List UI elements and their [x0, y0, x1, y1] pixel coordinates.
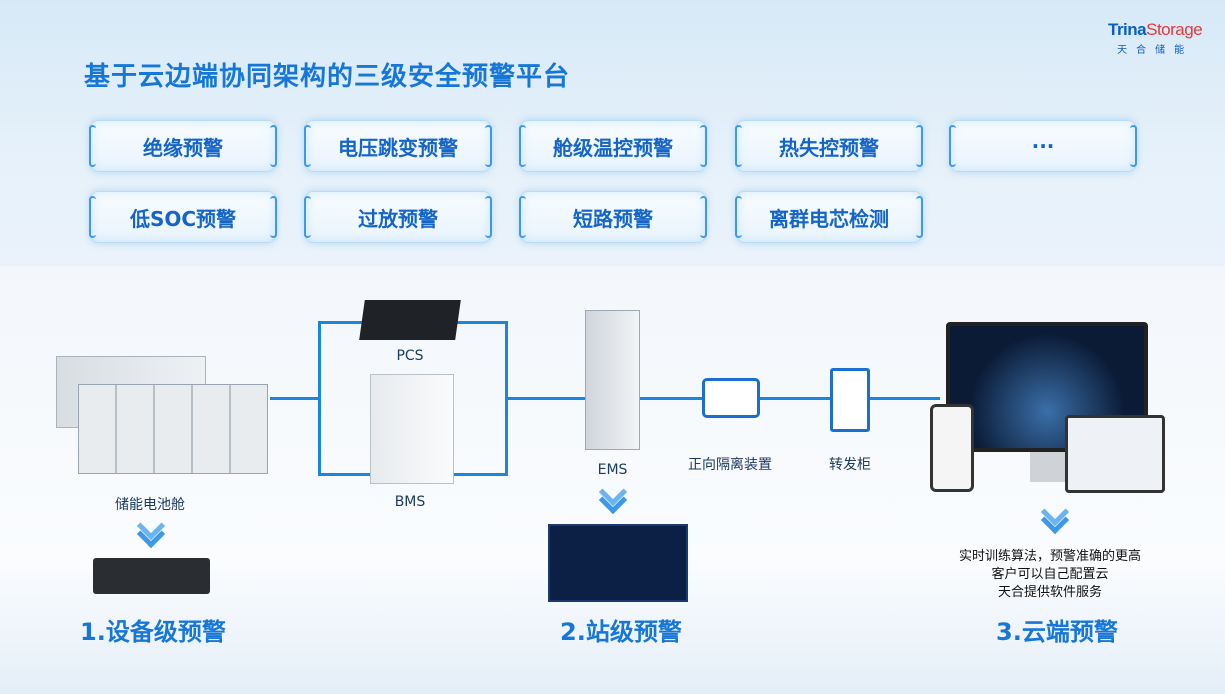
- battery-container-icon: [78, 384, 268, 474]
- chevron-down-icon: [1040, 497, 1070, 536]
- battery-label: 储能电池舱: [115, 497, 185, 513]
- pcs-label: PCS: [396, 348, 424, 364]
- stage-cloud-level: 3.云端预警: [996, 618, 1118, 646]
- warning-tag: 热失控预警: [735, 120, 923, 172]
- warning-tag: 离群电芯检测: [735, 191, 923, 243]
- logo-cn: 天合储能: [1117, 45, 1194, 56]
- desc-line: 天合提供软件服务: [997, 585, 1102, 600]
- laptop-icon: [1065, 415, 1165, 493]
- warning-tag: 过放预警: [304, 191, 492, 243]
- desc-line: 客户可以自己配置云: [991, 567, 1109, 582]
- stage-station-level: 2.站级预警: [560, 618, 682, 646]
- ems-cabinet-icon: [585, 310, 640, 450]
- warning-tag: 低SOC预警: [89, 191, 277, 243]
- connector-line: [640, 397, 940, 400]
- ems-label: EMS: [597, 462, 628, 478]
- logo-brand-b: Storage: [1146, 20, 1203, 39]
- connector-line: [270, 397, 320, 400]
- edge-controller-icon: [93, 558, 210, 594]
- station-dashboard-screenshot: [548, 524, 688, 602]
- logo-brand-a: Trina: [1108, 20, 1147, 39]
- forwarder-cabinet-icon: [830, 368, 870, 432]
- isolator-icon: [702, 378, 760, 418]
- page-title: 基于云边端协同架构的三级安全预警平台: [84, 62, 571, 92]
- stage-device-level: 1.设备级预警: [80, 618, 226, 646]
- warning-tag-more: ···: [949, 120, 1137, 172]
- warning-tag: 电压跳变预警: [304, 120, 492, 172]
- warning-tag: 舱级温控预警: [519, 120, 707, 172]
- chevron-down-icon: [598, 477, 628, 516]
- forwarder-label: 转发柜: [829, 457, 871, 473]
- bms-cabinet-icon: [370, 374, 454, 484]
- logo: TrinaStorage 天合储能: [1108, 20, 1203, 56]
- chevron-down-icon: [136, 511, 166, 550]
- pcs-device-icon: [359, 300, 461, 340]
- warning-tag: 绝缘预警: [89, 120, 277, 172]
- monitor-stand-icon: [1030, 452, 1066, 482]
- cloud-description: 实时训练算法，预警准确的更高 客户可以自己配置云 天合提供软件服务: [940, 548, 1160, 602]
- bms-label: BMS: [394, 494, 426, 510]
- desc-line: 实时训练算法，预警准确的更高: [958, 549, 1141, 564]
- warning-tag: 短路预警: [519, 191, 707, 243]
- isolator-label: 正向隔离装置: [688, 457, 772, 473]
- connector-line: [505, 397, 585, 400]
- phone-icon: [930, 404, 974, 492]
